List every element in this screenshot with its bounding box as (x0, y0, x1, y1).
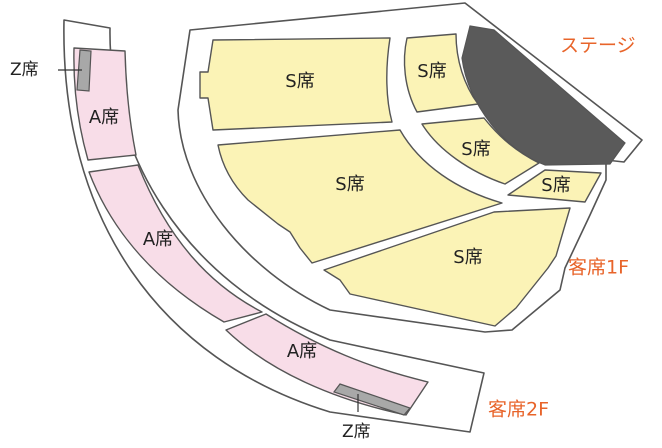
s-seat-block[interactable] (217, 129, 503, 264)
s-seat-label: S席 (285, 71, 314, 92)
stage (461, 25, 626, 166)
s-seat-block[interactable] (403, 33, 479, 113)
floor-1f-label: 客席1F (568, 257, 629, 279)
a-seat-label: A席 (89, 107, 119, 128)
s-seat-block[interactable] (323, 207, 571, 327)
z-seat-label-top: Z席 (10, 60, 39, 80)
a-seat-block[interactable] (88, 164, 263, 323)
stage-label: ステージ (560, 35, 636, 57)
z-seat-block[interactable] (76, 49, 92, 92)
s-seat-block[interactable] (507, 169, 602, 203)
a-seat-label: A席 (143, 229, 173, 250)
s-seat-block[interactable] (421, 117, 540, 185)
s-seat-label: S席 (541, 175, 570, 196)
s-seat-label: S席 (461, 139, 490, 160)
a-seat-block[interactable] (225, 313, 429, 416)
s-seat-label: S席 (335, 174, 364, 195)
s-seat-label: S席 (417, 61, 446, 82)
z-seat-label-bottom: Z席 (342, 422, 371, 442)
a-seat-label: A席 (287, 341, 317, 362)
floor-2f-label: 客席2F (488, 399, 549, 421)
z-seat-block[interactable] (333, 383, 412, 416)
s-seat-block[interactable] (199, 37, 393, 131)
s-seat-label: S席 (453, 247, 482, 268)
